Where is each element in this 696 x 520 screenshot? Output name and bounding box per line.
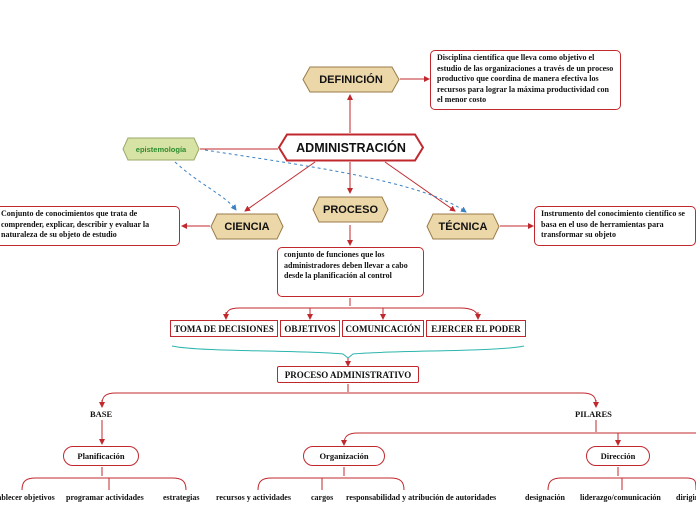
organizacion-node[interactable]: Organización bbox=[303, 446, 385, 466]
link-pa-branches bbox=[101, 384, 597, 405]
item-estrategias: estrategias bbox=[163, 493, 200, 502]
item-designacion: designación bbox=[525, 493, 566, 502]
proceso-label: PROCESO bbox=[322, 203, 378, 216]
definicion-note: Disciplina científica que lleva como obj… bbox=[430, 50, 621, 110]
function-toma-decisiones[interactable]: TOMA DE DECISIONES bbox=[170, 320, 278, 337]
link-admin-tecnica bbox=[384, 161, 456, 212]
direccion-node[interactable]: Dirección bbox=[586, 446, 650, 466]
proceso-administrativo-node[interactable]: PROCESO ADMINISTRATIVO bbox=[277, 366, 419, 383]
item-dirigir: dirigir bbox=[676, 493, 696, 502]
proceso-node[interactable]: PROCESO bbox=[312, 196, 389, 223]
administracion-label: ADMINISTRACIÓN bbox=[296, 140, 406, 155]
item-liderazgo: liderazgo/comunicación bbox=[580, 493, 661, 502]
base-label: BASE bbox=[90, 409, 113, 419]
epistemologia-node[interactable]: epistemología bbox=[122, 137, 200, 161]
teal-brace bbox=[171, 345, 525, 359]
link-org-items bbox=[257, 467, 405, 491]
link-note-functions bbox=[225, 298, 479, 319]
dashed-epis-tecnica bbox=[204, 149, 467, 213]
epistemologia-label: epistemología bbox=[135, 144, 187, 154]
link-admin-ciencia bbox=[244, 161, 316, 212]
proceso-note: conjunto de funciones que los administra… bbox=[277, 247, 424, 297]
ciencia-label: CIENCIA bbox=[224, 220, 270, 233]
administracion-node[interactable]: ADMINISTRACIÓN bbox=[278, 133, 424, 162]
dashed-epis-ciencia bbox=[174, 161, 237, 211]
ciencia-node[interactable]: CIENCIA bbox=[210, 213, 284, 240]
item-responsabilidad: responsabilidad y atribución de autorida… bbox=[346, 493, 497, 502]
function-objetivos[interactable]: OBJETIVOS bbox=[280, 320, 340, 337]
item-cargos: cargos bbox=[311, 493, 334, 502]
definicion-label: DEFINICIÓN bbox=[319, 73, 383, 86]
function-ejercer-poder[interactable]: EJERCER EL PODER bbox=[426, 320, 526, 337]
item-establecer-objetivos: establecer objetivos bbox=[0, 493, 55, 502]
planificacion-node[interactable]: Planificación bbox=[63, 446, 139, 466]
tecnica-node[interactable]: TÉCNICA bbox=[426, 213, 500, 240]
item-recursos-actividades: recursos y actividades bbox=[216, 493, 291, 502]
function-comunicacion[interactable]: COMUNICACIÓN bbox=[342, 320, 424, 337]
link-plan-items bbox=[21, 467, 187, 491]
ciencia-note: Conjunto de conocimientos que trata de c… bbox=[0, 206, 180, 246]
tecnica-note: Instrumento del conocimiento científico … bbox=[534, 206, 696, 246]
tecnica-label: TÉCNICA bbox=[438, 220, 488, 233]
definicion-node[interactable]: DEFINICIÓN bbox=[302, 66, 400, 93]
item-programar-actividades: programar actividades bbox=[66, 493, 144, 502]
link-pilares-phases bbox=[343, 420, 696, 445]
pilares-label: PILARES bbox=[575, 409, 612, 419]
